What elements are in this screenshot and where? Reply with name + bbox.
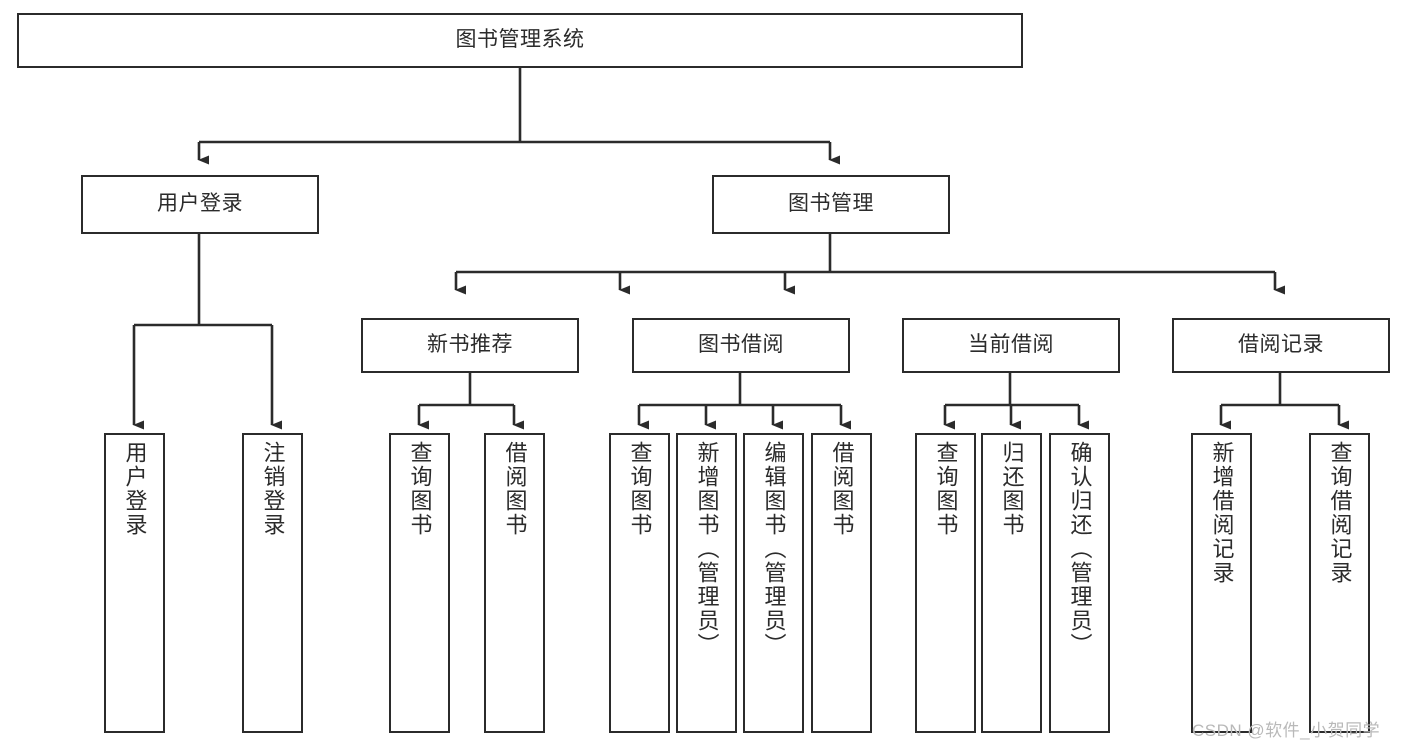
node-label: 新增图书（管理员） [694,441,720,657]
node-book-borrow[interactable]: 图书借阅 [632,318,850,373]
node-user-login[interactable]: 用户登录 [81,175,319,234]
leaf-current-confirm-return[interactable]: 确认归还（管理员） [1049,433,1110,733]
node-label: 编辑图书（管理员） [761,441,787,657]
node-label: 用户登录 [122,441,148,537]
leaf-borrow-add-book[interactable]: 新增图书（管理员） [676,433,737,733]
node-label: 图书管理系统 [455,28,585,52]
node-label: 查询图书 [627,441,653,537]
node-label: 用户登录 [157,192,243,216]
leaf-new-book-query[interactable]: 查询图书 [389,433,450,733]
leaf-record-query[interactable]: 查询借阅记录 [1309,433,1370,733]
leaf-new-book-borrow[interactable]: 借阅图书 [484,433,545,733]
leaf-borrow-edit-book[interactable]: 编辑图书（管理员） [743,433,804,733]
node-label: 归还图书 [999,441,1025,537]
leaf-current-return-book[interactable]: 归还图书 [981,433,1042,733]
node-label: 查询图书 [407,441,433,537]
node-label: 注销登录 [260,441,286,537]
node-label: 借阅记录 [1238,333,1324,357]
watermark-text: CSDN @软件_小贺同学 [1192,721,1381,740]
leaf-borrow-borrow-book[interactable]: 借阅图书 [811,433,872,733]
node-label: 当前借阅 [968,333,1054,357]
node-label: 新增借阅记录 [1209,441,1235,585]
leaf-user-login-logout[interactable]: 注销登录 [242,433,303,733]
node-current-borrow[interactable]: 当前借阅 [902,318,1120,373]
node-label: 确认归还（管理员） [1067,441,1093,657]
node-label: 查询图书 [933,441,959,537]
node-book-management[interactable]: 图书管理 [712,175,950,234]
leaf-user-login-login[interactable]: 用户登录 [104,433,165,733]
node-label: 图书借阅 [698,333,784,357]
node-label: 借阅图书 [502,441,528,537]
leaf-borrow-query-book[interactable]: 查询图书 [609,433,670,733]
leaf-current-query-book[interactable]: 查询图书 [915,433,976,733]
node-label: 新书推荐 [427,333,513,357]
node-label: 查询借阅记录 [1327,441,1353,585]
node-label: 图书管理 [788,192,874,216]
node-new-book-recommend[interactable]: 新书推荐 [361,318,579,373]
leaf-record-add[interactable]: 新增借阅记录 [1191,433,1252,733]
node-label: 借阅图书 [829,441,855,537]
node-root-system[interactable]: 图书管理系统 [17,13,1023,68]
node-borrow-record[interactable]: 借阅记录 [1172,318,1390,373]
